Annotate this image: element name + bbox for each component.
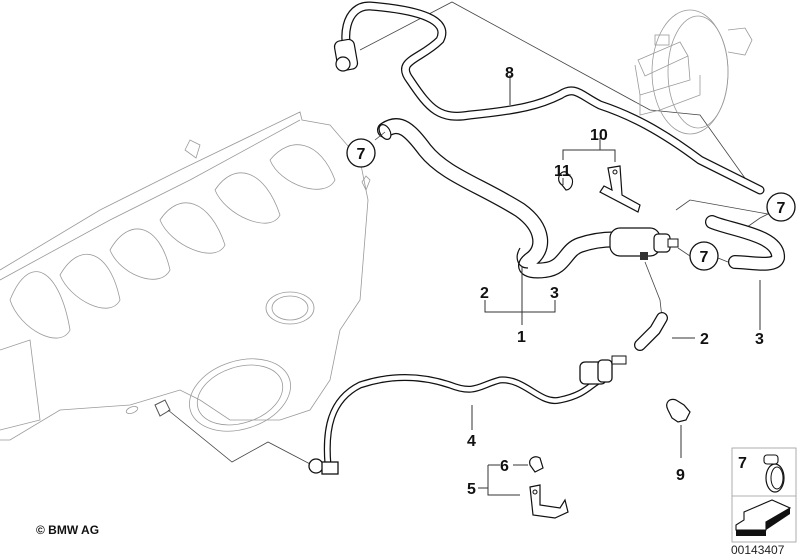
clip-11	[558, 171, 574, 191]
legend-box: 7	[731, 447, 797, 543]
direction-arrow-icon	[735, 499, 792, 536]
svg-text:7: 7	[357, 146, 366, 163]
callout-1: 1	[517, 329, 526, 346]
callout-6: 6	[500, 458, 509, 475]
callout-2b: 2	[700, 331, 709, 348]
callout-3a: 3	[550, 285, 559, 302]
callout-5: 5	[467, 481, 476, 498]
callout-3b: 3	[755, 331, 764, 348]
circled-callout-7c: 7	[689, 241, 719, 271]
leader-engine-to-hose4	[167, 409, 313, 466]
circled-callout-7a: 7	[346, 138, 376, 168]
callout-8: 8	[505, 65, 514, 82]
callout-9: 9	[676, 467, 685, 484]
svg-text:7: 7	[777, 200, 786, 217]
bracket-10-lead	[562, 149, 616, 162]
hose-1	[377, 118, 648, 279]
hose-clamp-icon	[763, 454, 785, 493]
circled-callout-7b: 7	[766, 192, 796, 222]
leader-7a	[374, 131, 386, 141]
leader-7c-hose	[717, 257, 729, 263]
hose-8	[333, 1, 765, 195]
leader-7c	[677, 247, 691, 257]
callout-11: 11	[554, 163, 571, 180]
hose-3	[705, 215, 785, 271]
leader-valve-to-hose2	[644, 261, 663, 319]
leader-7b	[675, 199, 770, 233]
hose-4	[308, 355, 627, 475]
clip-6	[529, 456, 544, 473]
bracket-10	[599, 165, 641, 213]
callout-4: 4	[467, 433, 476, 450]
bracket-5	[529, 484, 569, 519]
check-valve	[609, 227, 679, 260]
brake-booster	[634, 9, 753, 135]
hose-2	[634, 312, 668, 351]
callout-10: 10	[590, 127, 608, 144]
clip-9	[666, 398, 691, 423]
part-number: 00143407	[731, 543, 785, 557]
bracket-5-lead	[487, 465, 520, 496]
legend-item-label: 7	[738, 455, 747, 472]
engine-cover	[0, 111, 371, 441]
callout-2a: 2	[480, 285, 489, 302]
bracket-1	[484, 300, 556, 313]
svg-text:7: 7	[700, 249, 709, 266]
copyright: © BMW AG	[36, 523, 99, 537]
